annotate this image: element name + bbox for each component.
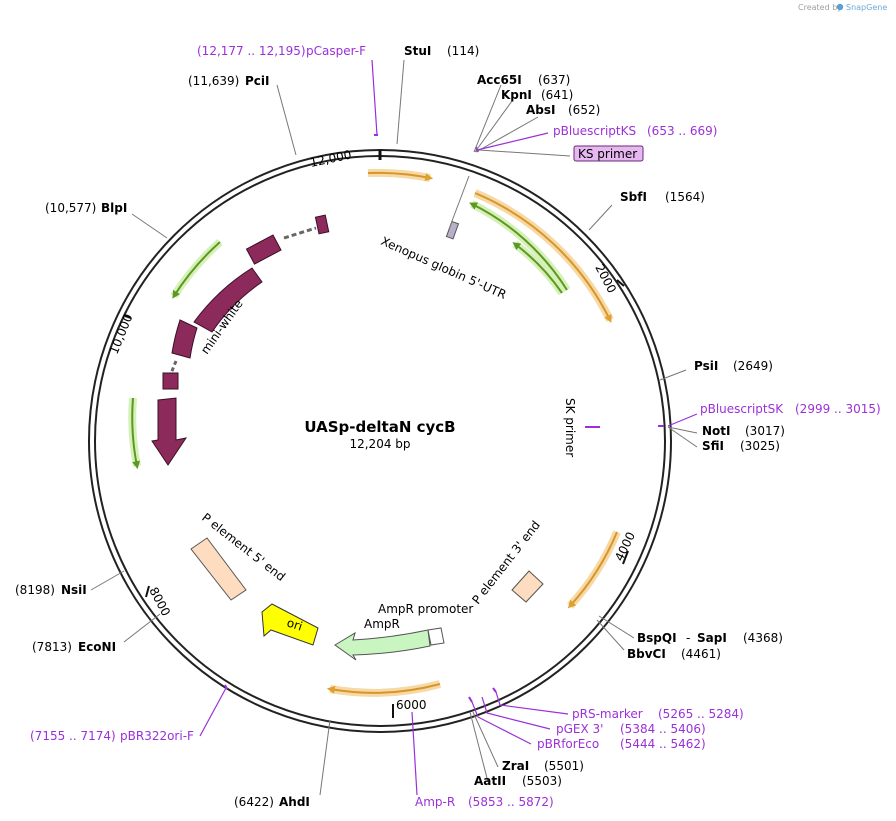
prs-name: pRS-marker <box>572 707 643 721</box>
credit-text: Created by <box>798 3 842 12</box>
sk-primer-label: SK primer <box>563 398 577 457</box>
ks-primer-badge <box>573 145 644 162</box>
tick-2000 <box>616 279 625 287</box>
sapi-name: SapI <box>697 631 727 645</box>
stui-pos: (114) <box>447 44 479 58</box>
acc65i-name: Acc65I <box>477 73 522 87</box>
bbvci-name: BbvCI <box>627 647 666 661</box>
ampr-label: AmpR <box>364 617 400 631</box>
tick-12000-label: 12,000 <box>309 148 353 170</box>
tick-8000-label: 8000 <box>146 585 173 619</box>
pcasper-range: (12,177 .. 12,195) <box>197 44 306 58</box>
psii-name: PsiI <box>694 359 718 373</box>
absi-name: AbsI <box>526 103 555 117</box>
pbr322-name: pBR322ori-F <box>120 729 194 743</box>
psii-pos: (2649) <box>733 359 773 373</box>
kpni-pos: (641) <box>541 88 573 102</box>
sbfi-pos: (1564) <box>665 190 705 204</box>
ori-feature: ori <box>261 603 319 646</box>
absi-pos: (652) <box>568 103 600 117</box>
tick-10000-label: 10,000 <box>107 312 136 356</box>
zrai-name: ZraI <box>502 759 529 773</box>
noti-pos: (3017) <box>745 424 785 438</box>
pbr322-range: (7155 .. 7174) <box>30 729 116 743</box>
green-features <box>128 200 571 470</box>
sfii-name: SfiI <box>702 439 724 453</box>
pbluks-name: pBluescriptKS <box>553 124 636 138</box>
ampr-promoter-shape <box>427 627 445 646</box>
plasmid-size: 12,204 bp <box>349 437 410 451</box>
stui-name: StuI <box>404 44 431 58</box>
backbone <box>88 149 672 733</box>
pbluks-range: (653 .. 669) <box>647 124 717 138</box>
tick-4000 <box>622 550 629 565</box>
ampr-promoter-label: AmpR promoter <box>378 602 473 616</box>
sfii-pos: (3025) <box>740 439 780 453</box>
ampr-primer-name: Amp-R <box>415 795 455 809</box>
pgex-range: (5384 .. 5406) <box>620 722 706 736</box>
aatii-pos: (5503) <box>522 774 562 788</box>
site-labels: (12,177 .. 12,195) pCasper-F StuI (114) … <box>15 44 881 809</box>
ahdi-name: AhdI <box>279 795 310 809</box>
plasmid-title: UASp-deltaN cycB 12,204 bp <box>304 418 455 451</box>
aatii-name: AatII <box>474 774 506 788</box>
econi-pos: (7813) <box>32 640 72 654</box>
acc65i-pos: (637) <box>538 73 570 87</box>
bbvci-pos: (4461) <box>681 647 721 661</box>
ampr-feature: AmpR AmpR promoter <box>334 602 473 661</box>
ori-label: ori <box>285 616 304 634</box>
tick-8000 <box>145 585 150 598</box>
mini-white-feature: mini-white <box>151 214 330 466</box>
plasmid-name: UASp-deltaN cycB <box>304 418 455 436</box>
econi-name: EcoNI <box>78 640 116 654</box>
pcii-name: PciI <box>245 74 270 88</box>
tick-6000-label: 6000 <box>396 698 427 712</box>
xenopus-feature: Xenopus globin 5'-UTR <box>379 175 509 302</box>
pbrfor-name: pBRforEco <box>537 737 599 751</box>
noti-name: NotI <box>702 424 731 438</box>
pblusk-name: pBluescriptSK <box>700 402 784 416</box>
nsii-name: NsiI <box>61 583 87 597</box>
pcasper-name: pCasper-F <box>306 44 366 58</box>
bspqi-pos: (4368) <box>743 631 783 645</box>
blpi-name: BlpI <box>101 201 127 215</box>
prs-range: (5265 .. 5284) <box>658 707 744 721</box>
orange-features <box>326 168 621 697</box>
p-element-features: P element 5' end P element 3' end <box>190 510 544 607</box>
bspqi-dash: - <box>686 631 690 645</box>
blpi-pos: (10,577) <box>45 201 96 215</box>
leader-lines <box>90 59 698 796</box>
credit-brand: SnapGene <box>846 3 887 12</box>
sk-primer-feature: SK primer <box>563 398 600 457</box>
sbfi-name: SbfI <box>620 190 647 204</box>
ampr-primer-range: (5853 .. 5872) <box>468 795 554 809</box>
kpni-name: KpnI <box>501 88 532 102</box>
zrai-pos: (5501) <box>544 759 584 773</box>
ks-primer-label: KS primer <box>578 147 637 161</box>
pcii-pos: (11,639) <box>188 74 239 88</box>
nsii-pos: (8198) <box>15 583 55 597</box>
bspqi-name: BspQI <box>637 631 677 645</box>
snapgene-logo-icon <box>836 3 844 11</box>
pgex-name: pGEX 3' <box>556 722 603 736</box>
pblusk-range: (2999 .. 3015) <box>795 402 881 416</box>
snapgene-credit: Created by SnapGene <box>798 3 887 12</box>
xenopus-label: Xenopus globin 5'-UTR <box>379 234 509 302</box>
ahdi-pos: (6422) <box>234 795 274 809</box>
pbrfor-range: (5444 .. 5462) <box>620 737 706 751</box>
tick-10000 <box>124 315 132 319</box>
